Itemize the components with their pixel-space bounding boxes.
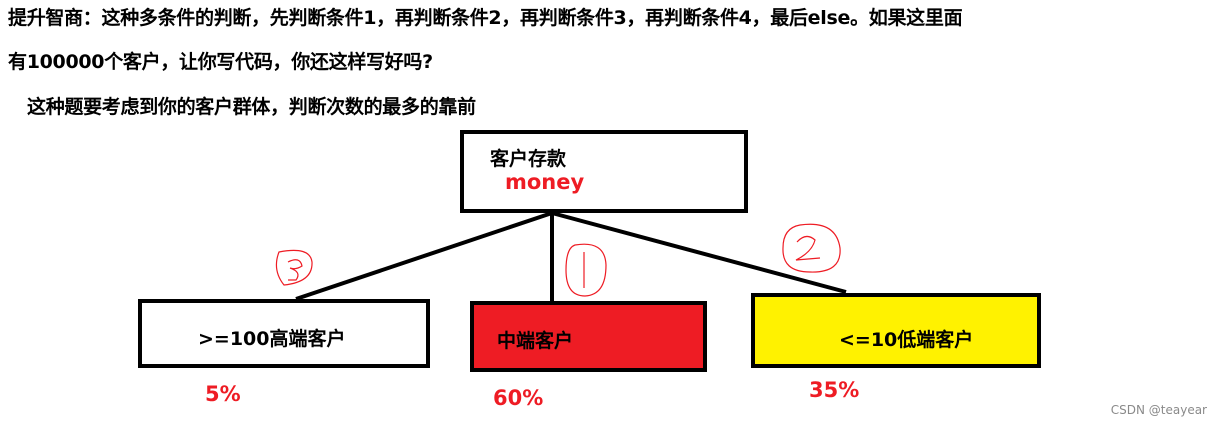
root-node-box: 客户存款 money <box>460 130 748 213</box>
intro-line-2: 有100000个客户，让你写代码，你还这样写好吗? <box>8 51 433 73</box>
root-variable: money <box>505 170 585 194</box>
mid-end-label: 中端客户 <box>497 330 574 352</box>
mid-end-node-box: 中端客户 <box>470 301 707 372</box>
root-title: 客户存款 <box>490 148 567 170</box>
high-end-node-box: >=100高端客户 <box>138 299 430 368</box>
watermark: CSDN @teayear <box>1110 403 1207 417</box>
mid-end-percent: 60% <box>493 386 544 410</box>
order-mark-3 <box>275 249 313 286</box>
high-end-percent: 5% <box>205 382 241 406</box>
high-end-label: >=100高端客户 <box>198 328 346 350</box>
low-end-label: <=10低端客户 <box>839 329 974 351</box>
low-end-node-box: <=10低端客户 <box>751 293 1041 368</box>
order-mark-1 <box>565 243 607 297</box>
low-end-percent: 35% <box>809 378 860 402</box>
intro-line-3: 这种题要考虑到你的客户群体，判断次数的最多的靠前 <box>27 96 476 118</box>
intro-line-1: 提升智商：这种多条件的判断，先判断条件1，再判断条件2，再判断条件3，再判断条件… <box>8 7 963 29</box>
order-mark-2 <box>782 223 841 273</box>
